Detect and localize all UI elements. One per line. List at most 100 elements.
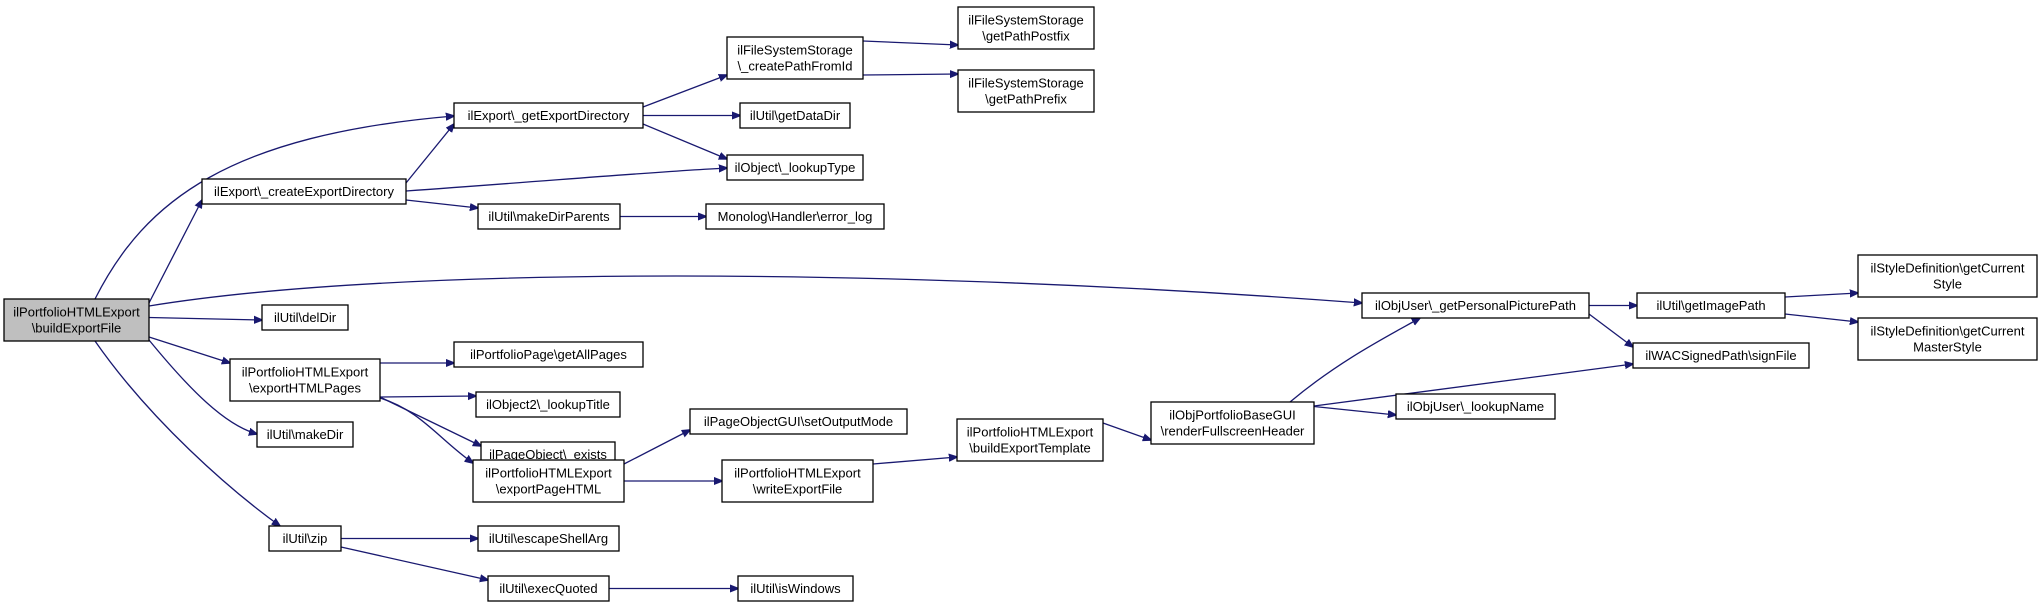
- node-label: \buildExportFile: [32, 321, 122, 336]
- node-label: ilUtil\getImagePath: [1656, 298, 1765, 313]
- node-execQuoted[interactable]: ilUtil\execQuoted: [487, 575, 610, 602]
- edge-layer: [94, 40, 1858, 589]
- node-errorLog[interactable]: Monolog\Handler\error_log: [705, 203, 885, 230]
- edge-root-to-delDir: [148, 318, 262, 321]
- node-exportPageHTML[interactable]: ilPortfolioHTMLExport\exportPageHTML: [472, 459, 625, 503]
- node-delDir[interactable]: ilUtil\delDir: [261, 304, 349, 331]
- node-renderFullscreenHeader[interactable]: ilObjPortfolioBaseGUI\renderFullscreenHe…: [1150, 401, 1315, 445]
- node-box: [256, 421, 354, 448]
- node-getPathPrefix[interactable]: ilFileSystemStorage\getPathPrefix: [957, 69, 1095, 113]
- node-box: [705, 203, 885, 230]
- node-label: Style: [1933, 277, 1962, 292]
- node-label: \writeExportFile: [753, 482, 843, 497]
- node-box: [957, 6, 1095, 50]
- edge-renderFullscreenHeader-to-lookupName: [1313, 405, 1396, 416]
- node-label: ilUtil\execQuoted: [499, 581, 597, 596]
- node-label: ilPageObjectGUI\setOutputMode: [704, 414, 893, 429]
- node-makeDirParents[interactable]: ilUtil\makeDirParents: [477, 203, 621, 230]
- node-lookupTitle[interactable]: ilObject2\_lookupTitle: [475, 391, 621, 418]
- node-buildExportTemplate[interactable]: ilPortfolioHTMLExport\buildExportTemplat…: [956, 418, 1104, 462]
- node-label: \_createPathFromId: [738, 59, 853, 74]
- node-label: \getPathPostfix: [982, 29, 1070, 44]
- node-label: ilFileSystemStorage: [968, 76, 1084, 91]
- edge-root-to-getPersonalPicturePath: [148, 275, 1362, 307]
- node-createExportDirectory[interactable]: ilExport\_createExportDirectory: [201, 178, 407, 205]
- edge-getImagePath-to-getCurrentMasterStyle: [1784, 313, 1858, 322]
- node-root[interactable]: ilPortfolioHTMLExport\buildExportFile: [3, 298, 150, 342]
- node-getAllPages[interactable]: ilPortfolioPage\getAllPages: [453, 341, 644, 368]
- node-label: ilUtil\escapeShellArg: [489, 531, 608, 546]
- node-label: ilExport\_createExportDirectory: [214, 184, 394, 199]
- node-box: [477, 203, 621, 230]
- node-getExportDirectory[interactable]: ilExport\_getExportDirectory: [453, 102, 644, 129]
- edge-root-to-getExportDirectory: [94, 116, 454, 300]
- node-box: [477, 525, 620, 552]
- node-lookupType[interactable]: ilObject\_lookupType: [726, 154, 864, 181]
- node-layer: ilPortfolioHTMLExport\buildExportFileilE…: [3, 6, 2038, 602]
- node-box: [1632, 342, 1810, 369]
- edge-createPathFromId-to-getPathPrefix: [862, 74, 958, 75]
- node-makeDir[interactable]: ilUtil\makeDir: [256, 421, 354, 448]
- node-box: [487, 575, 610, 602]
- edge-root-to-zip: [94, 340, 280, 526]
- edge-getPersonalPicturePath-to-signFile: [1588, 313, 1633, 347]
- node-box: [726, 154, 864, 181]
- node-getDataDir[interactable]: ilUtil\getDataDir: [739, 102, 851, 129]
- node-escapeShellArg[interactable]: ilUtil\escapeShellArg: [477, 525, 620, 552]
- node-box: [726, 36, 864, 80]
- node-label: ilUtil\makeDir: [267, 427, 344, 442]
- node-writeExportFile[interactable]: ilPortfolioHTMLExport\writeExportFile: [721, 459, 874, 503]
- node-createPathFromId[interactable]: ilFileSystemStorage\_createPathFromId: [726, 36, 864, 80]
- node-box: [739, 102, 851, 129]
- node-box: [957, 69, 1095, 113]
- node-label: ilUtil\isWindows: [750, 581, 841, 596]
- node-label: ilStyleDefinition\getCurrent: [1871, 324, 2025, 339]
- edge-writeExportFile-to-buildExportTemplate: [872, 457, 957, 465]
- node-label: ilUtil\getDataDir: [750, 108, 841, 123]
- node-label: ilPortfolioHTMLExport: [242, 365, 369, 380]
- node-getPathPostfix[interactable]: ilFileSystemStorage\getPathPostfix: [957, 6, 1095, 50]
- edge-buildExportTemplate-to-renderFullscreenHeader: [1102, 422, 1151, 440]
- node-box: [721, 459, 874, 503]
- node-box: [453, 341, 644, 368]
- edge-exportPageHTML-to-setOutputMode: [623, 430, 690, 465]
- node-signFile[interactable]: ilWACSignedPath\signFile: [1632, 342, 1810, 369]
- edge-renderFullscreenHeader-to-getPersonalPicturePath: [1289, 318, 1420, 403]
- node-label: ilPortfolioHTMLExport: [967, 425, 1094, 440]
- node-lookupName[interactable]: ilObjUser\_lookupName: [1395, 393, 1556, 420]
- node-label: \exportPageHTML: [496, 482, 602, 497]
- node-box: [1150, 401, 1315, 445]
- node-box: [261, 304, 349, 331]
- node-setOutputMode[interactable]: ilPageObjectGUI\setOutputMode: [689, 408, 908, 435]
- node-box: [472, 459, 625, 503]
- node-exportHTMLPages[interactable]: ilPortfolioHTMLExport\exportHTMLPages: [229, 358, 381, 402]
- node-label: ilUtil\delDir: [274, 310, 337, 325]
- node-zip[interactable]: ilUtil\zip: [268, 525, 342, 552]
- edge-exportHTMLPages-to-lookupTitle: [379, 396, 476, 397]
- node-label: ilObjPortfolioBaseGUI: [1169, 408, 1295, 423]
- node-box: [453, 102, 644, 129]
- edge-getExportDirectory-to-createPathFromId: [642, 75, 727, 108]
- node-label: ilObject\_lookupType: [735, 160, 856, 175]
- node-getImagePath[interactable]: ilUtil\getImagePath: [1636, 292, 1786, 319]
- node-getPersonalPicturePath[interactable]: ilObjUser\_getPersonalPicturePath: [1361, 292, 1590, 319]
- node-isWindows[interactable]: ilUtil\isWindows: [737, 575, 854, 602]
- edge-zip-to-execQuoted: [340, 546, 488, 580]
- node-label: ilPortfolioHTMLExport: [734, 466, 861, 481]
- node-label: \getPathPrefix: [985, 92, 1067, 107]
- node-box: [3, 298, 150, 342]
- edge-renderFullscreenHeader-to-signFile: [1313, 364, 1633, 407]
- node-box: [201, 178, 407, 205]
- node-label: ilPortfolioHTMLExport: [13, 305, 140, 320]
- node-label: ilFileSystemStorage: [737, 43, 853, 58]
- node-label: ilFileSystemStorage: [968, 13, 1084, 28]
- node-box: [1857, 254, 2038, 298]
- node-label: ilObject2\_lookupTitle: [486, 397, 610, 412]
- edge-createPathFromId-to-getPathPostfix: [862, 40, 958, 45]
- edge-getImagePath-to-getCurrentStyle: [1784, 293, 1858, 297]
- node-label: \renderFullscreenHeader: [1161, 424, 1305, 439]
- node-label: ilUtil\zip: [283, 531, 328, 546]
